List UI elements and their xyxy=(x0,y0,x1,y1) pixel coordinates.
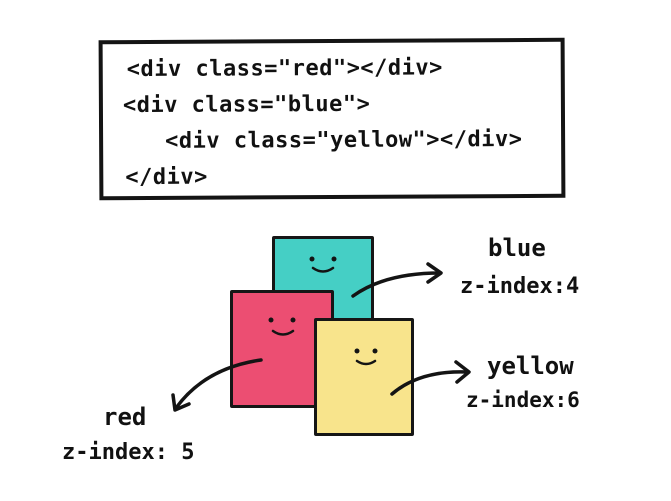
yellow-arrowhead xyxy=(454,360,471,384)
code-line-yellow: <div class="yellow"></div> xyxy=(165,127,523,154)
yellow-smiley-face xyxy=(354,348,378,366)
red-smiley-face xyxy=(268,317,296,336)
yellow-name-label: yellow xyxy=(487,352,574,380)
code-line-close: </div> xyxy=(125,164,208,191)
blue-name-label: blue xyxy=(488,234,546,262)
code-line-blue: <div class="blue"> xyxy=(122,91,371,119)
red-zindex-label: z-index: 5 xyxy=(62,440,195,465)
code-line-red: <div class="red"></div> xyxy=(126,55,443,83)
blue-zindex-label: z-index:4 xyxy=(460,274,580,299)
red-name-label: red xyxy=(103,403,147,431)
blue-smiley-face xyxy=(309,256,337,273)
yellow-card xyxy=(314,318,414,436)
yellow-zindex-label: z-index:6 xyxy=(466,388,580,412)
red-arrowhead xyxy=(171,393,191,412)
blue-arrowhead xyxy=(426,262,443,284)
code-box: <div class="red"></div> <div class="blue… xyxy=(98,37,566,201)
